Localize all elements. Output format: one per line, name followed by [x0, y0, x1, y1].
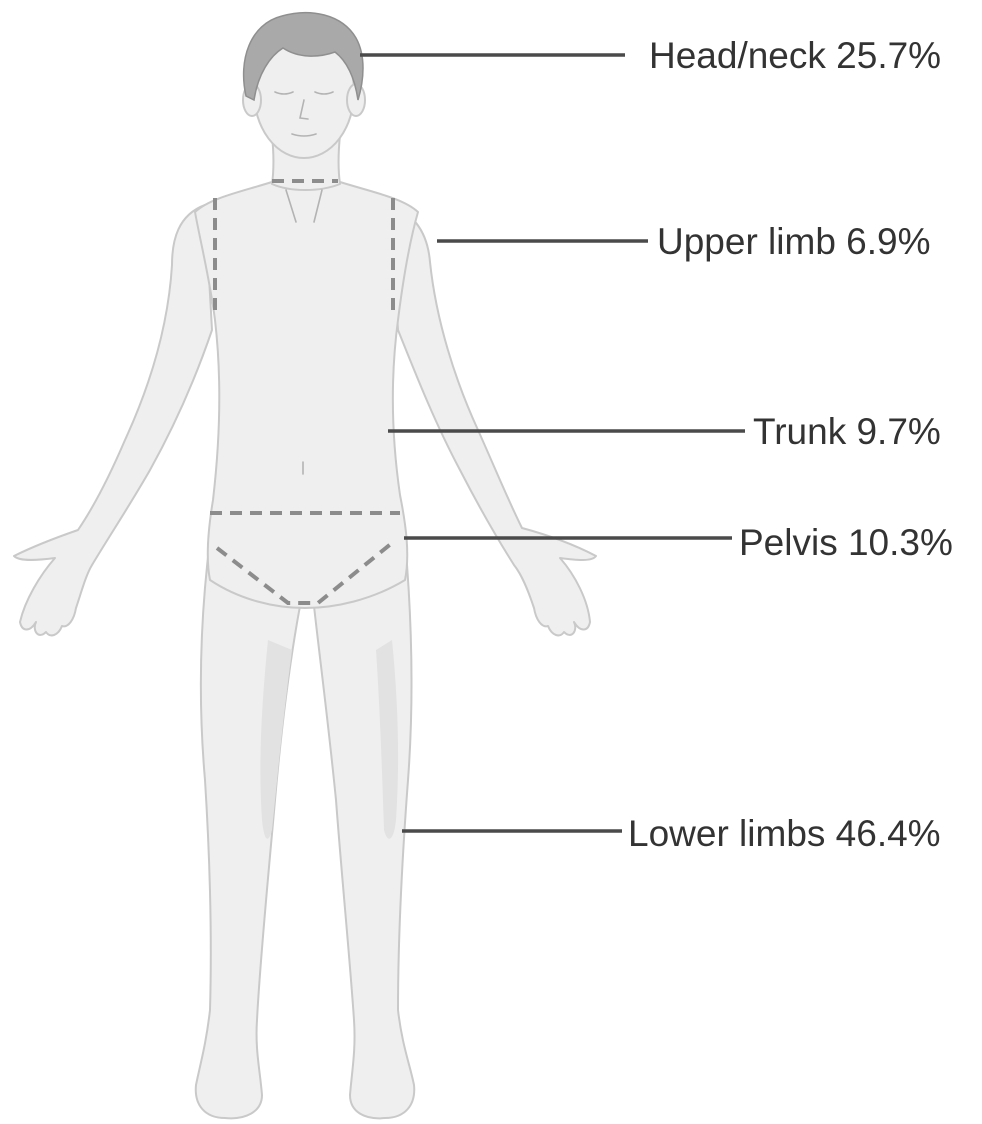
left-leg: [196, 540, 300, 1118]
right-leg: [314, 540, 414, 1118]
label-head-neck: Head/neck 25.7%: [649, 35, 941, 76]
left-arm: [14, 205, 212, 635]
label-upper-limb: Upper limb 6.9%: [657, 221, 931, 262]
leader-lines: [360, 55, 745, 831]
right-arm: [390, 205, 596, 635]
human-figure: [14, 13, 596, 1119]
label-pelvis: Pelvis 10.3%: [739, 522, 953, 563]
torso: [195, 182, 418, 608]
label-trunk: Trunk 9.7%: [753, 411, 941, 452]
label-lower-limbs: Lower limbs 46.4%: [628, 813, 941, 854]
segment-labels: Head/neck 25.7% Upper limb 6.9% Trunk 9.…: [628, 35, 953, 854]
